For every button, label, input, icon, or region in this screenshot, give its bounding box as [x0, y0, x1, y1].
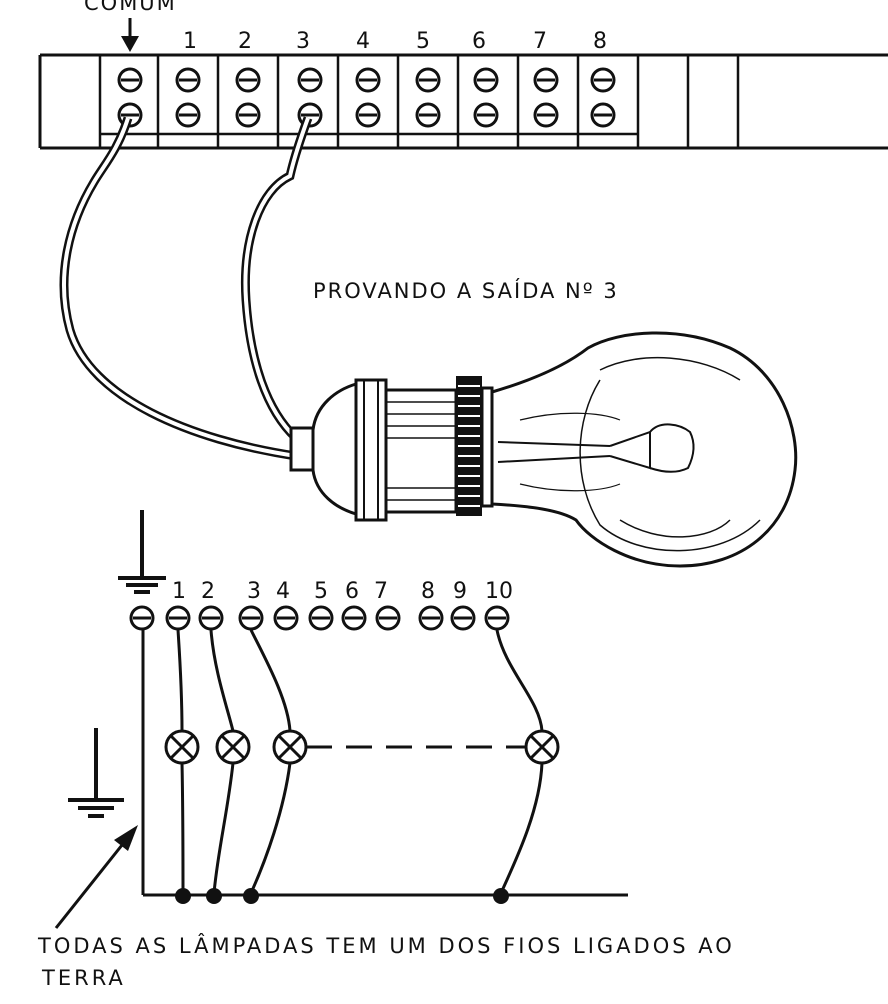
- top-terminal-number: 3: [296, 29, 310, 54]
- footnote-arrow: [54, 825, 138, 929]
- top-terminal-number: 7: [533, 29, 547, 54]
- top-screw-row-lower: [117, 102, 616, 128]
- lamp-symbol: [272, 729, 308, 765]
- bottom-terminal-numbers: 1 2 3 4 5 6 7 8 9 10: [172, 579, 513, 604]
- bottom-terminal-number: 2: [201, 579, 215, 604]
- test-caption: PROVANDO A SAÍDA Nº 3: [313, 278, 619, 303]
- test-lead-common: [59, 116, 297, 461]
- lamp-socket: [289, 376, 494, 522]
- top-terminal-number: 6: [472, 29, 486, 54]
- top-terminal-number: 2: [238, 29, 252, 54]
- bottom-terminal-number: 6: [345, 579, 359, 604]
- bottom-terminal-number: 4: [276, 579, 290, 604]
- common-label: COMUM: [84, 0, 177, 15]
- top-terminal-strip: [38, 53, 888, 150]
- top-terminal-number: 1: [183, 29, 197, 54]
- bottom-screw-row: [129, 605, 510, 631]
- footnote-line-2: TERRA: [42, 966, 126, 990]
- bottom-terminal-number: 10: [485, 579, 513, 604]
- common-arrow-head: [121, 36, 139, 52]
- top-screw-row-upper: [117, 67, 616, 93]
- top-terminal-number: 4: [356, 29, 370, 54]
- common-label-group: COMUM: [84, 0, 177, 52]
- bottom-terminal-number: 7: [374, 579, 388, 604]
- footnote-line-1: TODAS AS LÂMPADAS TEM UM DOS FIOS LIGADO…: [38, 934, 735, 958]
- bus-junctions: [175, 888, 509, 904]
- ground-bus: [141, 630, 628, 897]
- bottom-terminal-number: 8: [421, 579, 435, 604]
- bottom-terminal-number: 9: [453, 579, 467, 604]
- bottom-terminal-number: 1: [172, 579, 186, 604]
- bottom-terminal-number: 5: [314, 579, 328, 604]
- ground-symbol-top: [118, 510, 166, 594]
- output-wires: [176, 629, 544, 894]
- top-terminal-number: 5: [416, 29, 430, 54]
- test-lead-output-3: [240, 116, 313, 442]
- top-terminal-numbers: 1 2 3 4 5 6 7 8: [183, 29, 607, 54]
- lamp-symbol: [215, 729, 251, 765]
- top-terminal-number: 8: [593, 29, 607, 54]
- lamp-symbol: [524, 729, 560, 765]
- ground-symbol-left: [68, 728, 124, 818]
- bottom-terminal-number: 3: [247, 579, 261, 604]
- lamp-symbol: [164, 729, 200, 765]
- light-bulb: [490, 331, 798, 568]
